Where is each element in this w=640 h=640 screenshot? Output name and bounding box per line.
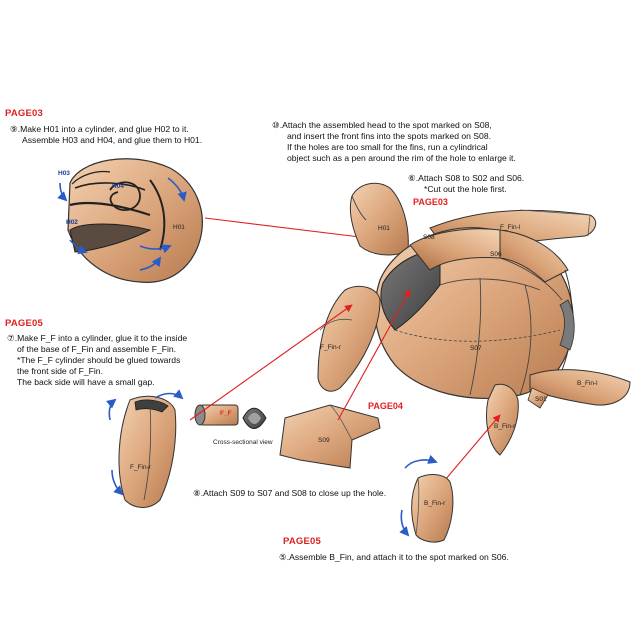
step10-line2: and insert the front fins into the spots… xyxy=(287,131,491,141)
part-label-s07: S07 xyxy=(470,345,482,352)
s09-piece xyxy=(279,404,381,469)
step10-line4: object such as a pen around the rim of t… xyxy=(287,153,516,163)
part-label-s06: S06 xyxy=(490,251,502,258)
part-label-b-fin-l: B_Fin-l xyxy=(577,380,598,387)
part-label-h01-body: H01 xyxy=(378,225,390,232)
part-label-s08: S08 xyxy=(423,234,435,241)
cross-section-caption: Cross-sectional view xyxy=(213,439,273,446)
turtle-body xyxy=(317,182,631,456)
step9-page-label: PAGE03 xyxy=(5,108,43,119)
step7-line4: the front side of F_Fin. xyxy=(17,366,103,376)
part-label-f-fin-r-detail: F_Fin-r xyxy=(130,464,151,471)
step7-line2: of the base of F_Fin and assemble F_Fin. xyxy=(17,344,177,354)
part-label-ff: F_F xyxy=(220,410,232,417)
step10-line1: ⑩.Attach the assembled head to the spot … xyxy=(272,120,492,130)
step6-line1: ⑥.Attach S08 to S02 and S06. xyxy=(408,173,525,183)
step6-line2: *Cut out the hole first. xyxy=(424,184,507,194)
back-fin-detail xyxy=(399,454,454,543)
arrow-icon xyxy=(337,289,411,421)
step10-line3: If the holes are too small for the fins,… xyxy=(287,142,488,152)
part-label-f-fin-r-body: F_Fin-r xyxy=(320,344,341,351)
part-label-b-fin-r-body: B_Fin-r xyxy=(494,423,516,430)
part-label-h02: H02 xyxy=(66,219,78,226)
part-label-h03: H03 xyxy=(58,170,70,177)
part-label-s09: S09 xyxy=(318,437,330,444)
step7-line3: *The F_F cylinder should be glued toward… xyxy=(17,355,181,365)
step6-page-label: PAGE03 xyxy=(413,197,448,207)
arrow-icon xyxy=(189,304,353,421)
step7-page-label: PAGE05 xyxy=(5,318,43,329)
ff-cylinder xyxy=(194,404,239,426)
cross-section-icon xyxy=(242,407,267,429)
part-label-h04: H04 xyxy=(112,183,124,190)
part-label-s01: S01 xyxy=(535,396,547,403)
step7-line1: ⑦.Make F_F into a cylinder, glue it to t… xyxy=(7,333,188,343)
part-label-h01-head: H01 xyxy=(173,224,185,231)
front-fin-detail xyxy=(106,389,184,508)
step8-line1: ⑧.Attach S09 to S07 and S08 to close up … xyxy=(193,488,387,498)
step9-line1: ⑨.Make H01 into a cylinder, and glue H02… xyxy=(10,124,189,134)
step5-page-label: PAGE05 xyxy=(283,536,321,547)
part-label-f-fin-l: F_Fin-l xyxy=(500,224,521,231)
step7-line5: The back side will have a small gap. xyxy=(17,377,155,387)
step8-page-label: PAGE04 xyxy=(368,401,403,411)
step5-line1: ⑤.Assemble B_Fin, and attach it to the s… xyxy=(279,552,509,562)
head-assembly xyxy=(57,158,203,283)
part-label-b-fin-r-detail: B_Fin-r xyxy=(424,500,446,507)
step9-line2: Assemble H03 and H04, and glue them to H… xyxy=(22,135,203,145)
arrow-icon xyxy=(444,414,501,481)
arrow-icon xyxy=(204,217,369,241)
